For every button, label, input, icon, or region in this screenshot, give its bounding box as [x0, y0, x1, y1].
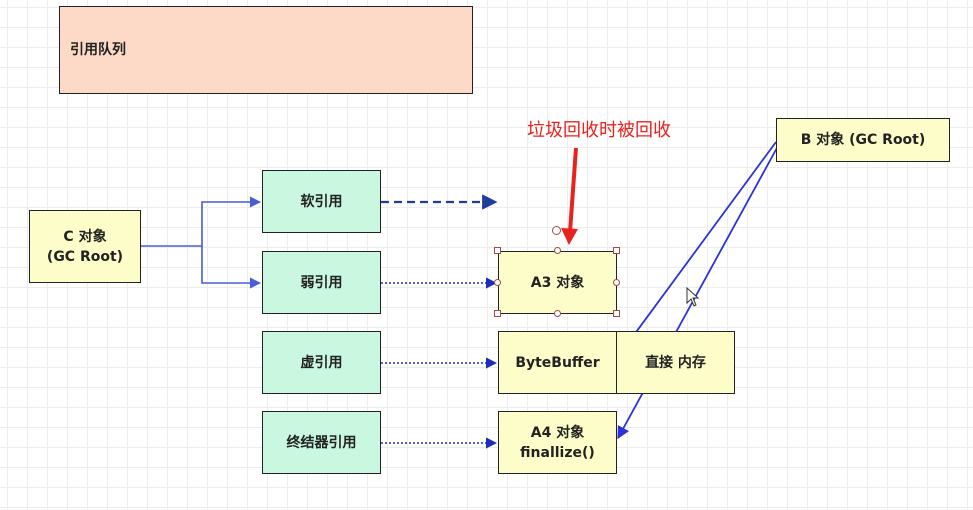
- selection-handle-left[interactable]: [494, 279, 501, 286]
- weak-reference-box: 弱引用: [262, 251, 381, 314]
- a3-object-box[interactable]: A3 对象: [498, 251, 617, 314]
- selection-handle-top[interactable]: [554, 247, 561, 254]
- selection-handle-bottom-left[interactable]: [494, 310, 501, 317]
- selection-handle-bottom[interactable]: [554, 310, 561, 317]
- annotation-arrow-shaft: [568, 147, 578, 233]
- soft-reference-box: 软引用: [262, 170, 381, 233]
- reference-queue-box: 引用队列: [59, 6, 473, 94]
- b-object-box: B 对象 (GC Root): [776, 118, 950, 162]
- finalizer-reference-box: 终结器引用: [262, 411, 381, 474]
- c-object-box: C 对象 (GC Root): [29, 210, 141, 283]
- annotation-arrow-head: [561, 228, 578, 245]
- rotation-handle[interactable]: [552, 226, 561, 235]
- gc-annotation-label: 垃圾回收时被回收: [527, 120, 671, 141]
- mouse-cursor-icon: [686, 287, 700, 307]
- phantom-reference-box: 虚引用: [262, 331, 381, 394]
- selection-handle-right[interactable]: [613, 279, 620, 286]
- c-to-weak-connector: [201, 246, 262, 289]
- a4-object-box: A4 对象 finallize(): [498, 411, 617, 474]
- direct-memory-box: 直接 内存: [616, 331, 735, 394]
- bytebuffer-box: ByteBuffer: [498, 331, 617, 394]
- selection-handle-bottom-right[interactable]: [613, 310, 620, 317]
- selection-handle-top-right[interactable]: [613, 247, 620, 254]
- c-to-soft-connector: [141, 196, 262, 247]
- b-to-bytebuffer-arrow: [616, 141, 777, 360]
- selection-handle-top-left[interactable]: [494, 247, 501, 254]
